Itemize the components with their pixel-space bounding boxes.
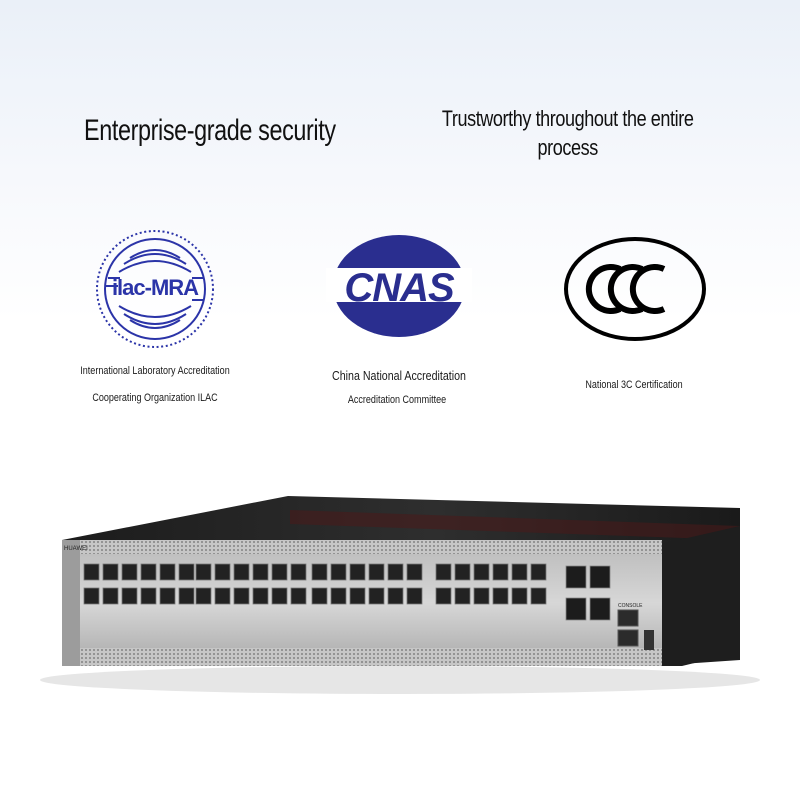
ilac-caption-line-2: Cooperating Organization ILAC bbox=[92, 392, 218, 404]
ethernet-port bbox=[233, 587, 250, 605]
ethernet-port bbox=[368, 587, 385, 605]
ccc-logo-icon bbox=[564, 237, 706, 341]
ethernet-port bbox=[121, 587, 138, 605]
ethernet-port bbox=[252, 587, 269, 605]
ethernet-port bbox=[406, 563, 423, 581]
ethernet-port bbox=[195, 587, 212, 605]
switch-brand-label: HUAWEI bbox=[64, 546, 88, 552]
ethernet-port bbox=[290, 563, 307, 581]
ethernet-port bbox=[271, 587, 288, 605]
sfp-port bbox=[589, 597, 611, 621]
ethernet-port bbox=[530, 563, 547, 581]
ethernet-port bbox=[140, 563, 157, 581]
ethernet-port bbox=[83, 563, 100, 581]
ccc-certification bbox=[562, 236, 708, 342]
switch-console-label: CONSOLE bbox=[618, 603, 643, 609]
ethernet-port bbox=[159, 563, 176, 581]
headline-enterprise-security: Enterprise-grade security bbox=[84, 114, 336, 147]
ethernet-port bbox=[406, 587, 423, 605]
ethernet-port bbox=[311, 563, 328, 581]
ethernet-port bbox=[330, 587, 347, 605]
ethernet-port bbox=[473, 563, 490, 581]
ilac-mra-logo-icon: ilac-MRA bbox=[96, 230, 214, 348]
ethernet-port bbox=[492, 587, 509, 605]
ethernet-port bbox=[349, 587, 366, 605]
ethernet-port bbox=[83, 587, 100, 605]
ethernet-port bbox=[473, 587, 490, 605]
ethernet-port bbox=[387, 563, 404, 581]
ethernet-port bbox=[195, 563, 212, 581]
ethernet-port bbox=[511, 563, 528, 581]
ethernet-port bbox=[454, 587, 471, 605]
ethernet-port bbox=[492, 563, 509, 581]
ethernet-port bbox=[102, 563, 119, 581]
ethernet-port bbox=[271, 563, 288, 581]
ethernet-port bbox=[178, 587, 195, 605]
network-switch-image: HUAWEI CONSOLE bbox=[40, 496, 760, 694]
cnas-caption-line-1: China National Accreditation bbox=[332, 368, 466, 383]
ethernet-port bbox=[530, 587, 547, 605]
headline-trustworthy-process: Trustworthy throughout the entire proces… bbox=[441, 106, 694, 160]
ethernet-port bbox=[368, 563, 385, 581]
ethernet-port bbox=[330, 563, 347, 581]
ethernet-port bbox=[349, 563, 366, 581]
sfp-port bbox=[589, 565, 611, 589]
ethernet-port bbox=[214, 563, 231, 581]
ethernet-port bbox=[252, 563, 269, 581]
ethernet-port bbox=[311, 587, 328, 605]
cnas-certification: CNAS bbox=[326, 234, 472, 338]
ilac-mra-logo-text: ilac-MRA bbox=[112, 275, 199, 300]
ethernet-port bbox=[233, 563, 250, 581]
switch-port-grid bbox=[83, 563, 611, 621]
ethernet-port bbox=[290, 587, 307, 605]
ethernet-port bbox=[435, 587, 452, 605]
ethernet-port bbox=[178, 563, 195, 581]
ethernet-port bbox=[159, 587, 176, 605]
sfp-port bbox=[565, 565, 587, 589]
ethernet-port bbox=[140, 587, 157, 605]
ethernet-port bbox=[214, 587, 231, 605]
sfp-port bbox=[565, 597, 587, 621]
cnas-logo-text: CNAS bbox=[344, 266, 455, 310]
cnas-logo-icon: CNAS bbox=[326, 235, 472, 337]
ethernet-port bbox=[387, 587, 404, 605]
ethernet-port bbox=[121, 563, 138, 581]
ccc-caption: National 3C Certification bbox=[585, 379, 683, 391]
ethernet-port bbox=[511, 587, 528, 605]
ethernet-port bbox=[102, 587, 119, 605]
ethernet-port bbox=[435, 563, 452, 581]
cnas-caption-line-2: Accreditation Committee bbox=[347, 394, 447, 406]
ethernet-port bbox=[454, 563, 471, 581]
ilac-caption-line-1: International Laboratory Accreditation bbox=[80, 365, 230, 377]
ilac-mra-certification: ilac-MRA bbox=[94, 228, 216, 350]
